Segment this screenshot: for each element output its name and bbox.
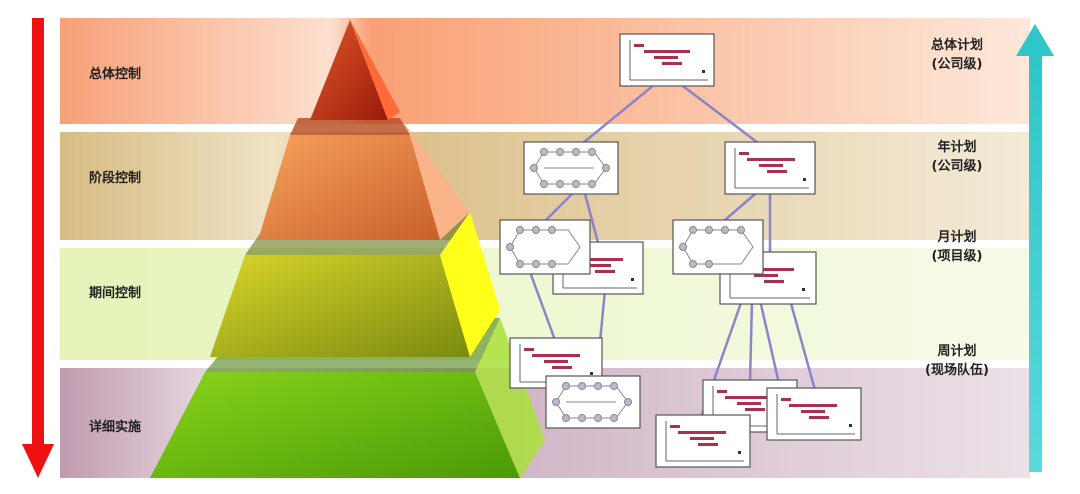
network-diagram-icon bbox=[499, 219, 591, 275]
plan-scope: (公司级) bbox=[931, 57, 983, 72]
network-diagram-icon bbox=[672, 219, 764, 275]
pyramid-tier-stage bbox=[258, 135, 440, 240]
pyramid-tier-period bbox=[210, 255, 470, 357]
gantt-chart-icon bbox=[766, 387, 862, 441]
plan-label-overall: 总体计划 (公司级) bbox=[882, 36, 1032, 74]
plan-title: 月计划 bbox=[937, 230, 977, 245]
arrow-down-icon bbox=[22, 18, 54, 478]
band-overall bbox=[60, 18, 1030, 124]
plan-label-week: 周计划 (现场队伍) bbox=[882, 342, 1032, 380]
pyramid bbox=[150, 20, 545, 478]
network-diagram-icon bbox=[545, 375, 641, 429]
plan-scope: (项目级) bbox=[931, 249, 983, 264]
plan-title: 年计划 bbox=[937, 140, 977, 155]
plan-title: 总体计划 bbox=[930, 38, 983, 53]
pyramid-tier-overall bbox=[310, 20, 388, 120]
plan-scope: (公司级) bbox=[931, 159, 983, 174]
level-label-overall: 总体控制 bbox=[88, 67, 141, 82]
gantt-chart-icon bbox=[724, 141, 816, 195]
gantt-chart-icon bbox=[655, 414, 751, 468]
gantt-chart-icon bbox=[619, 33, 715, 87]
plan-label-year: 年计划 (公司级) bbox=[882, 138, 1032, 176]
plan-label-month: 月计划 (项目级) bbox=[882, 228, 1032, 266]
plan-title: 周计划 bbox=[937, 344, 977, 359]
network-diagram-icon bbox=[523, 141, 619, 195]
arrow-up-icon bbox=[1016, 24, 1054, 472]
level-label-detail: 详细实施 bbox=[88, 420, 141, 435]
level-label-stage: 阶段控制 bbox=[88, 171, 141, 186]
level-label-period: 期间控制 bbox=[88, 286, 141, 301]
pyramid-tier-detail bbox=[150, 372, 520, 478]
plan-scope: (现场队伍) bbox=[925, 363, 989, 378]
